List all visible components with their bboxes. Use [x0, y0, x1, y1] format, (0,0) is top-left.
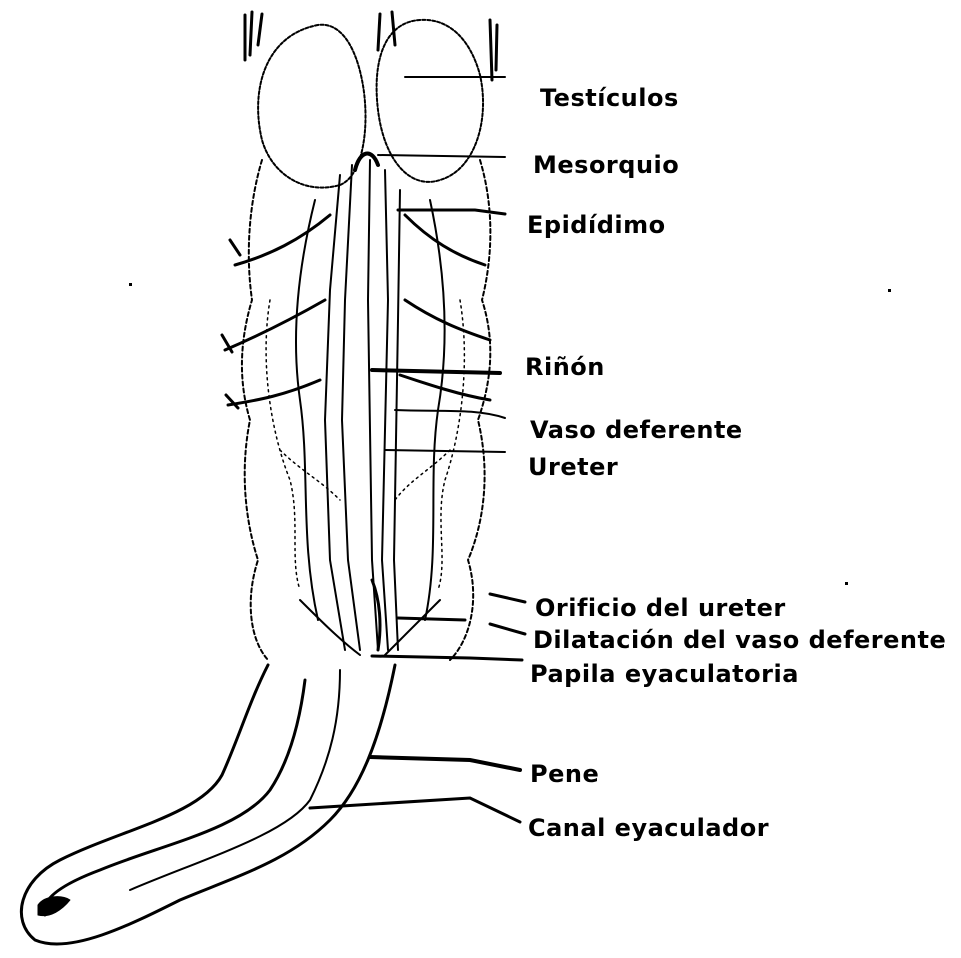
label-pene: Pene: [530, 762, 599, 786]
leader-canal: [310, 798, 520, 822]
branching-vessels: [222, 215, 490, 408]
label-ureter: Ureter: [528, 455, 618, 479]
leader-pene: [370, 757, 520, 770]
leader-papila: [372, 656, 522, 660]
label-papila: Papila eyaculatoria: [530, 662, 799, 686]
mesorquio-shape: [355, 154, 378, 170]
speck: [129, 283, 132, 286]
penis-tip: [38, 897, 70, 916]
leader-dilatacion: [398, 618, 525, 634]
label-orificio-ureter: Orificio del ureter: [535, 596, 786, 620]
label-dilatacion: Dilatación del vaso deferente: [533, 628, 946, 652]
ducts: [296, 160, 445, 650]
top-fringe: [245, 12, 497, 80]
label-testiculos: Testículos: [540, 86, 679, 110]
leader-orificio: [490, 594, 525, 602]
leader-rinon: [372, 370, 500, 373]
penis-shape: [21, 665, 395, 944]
label-vaso-deferente: Vaso deferente: [530, 418, 743, 442]
label-epididimo: Epidídimo: [527, 213, 666, 237]
leader-epididimo: [398, 210, 505, 214]
speck: [888, 289, 891, 292]
speck: [845, 582, 848, 585]
leader-mesorquio: [378, 155, 505, 157]
leader-vaso-deferente: [395, 410, 505, 418]
leader-ureter: [385, 450, 505, 452]
label-canal: Canal eyaculador: [528, 816, 769, 840]
label-mesorquio: Mesorquio: [533, 153, 679, 177]
label-rinon: Riñón: [525, 355, 605, 379]
